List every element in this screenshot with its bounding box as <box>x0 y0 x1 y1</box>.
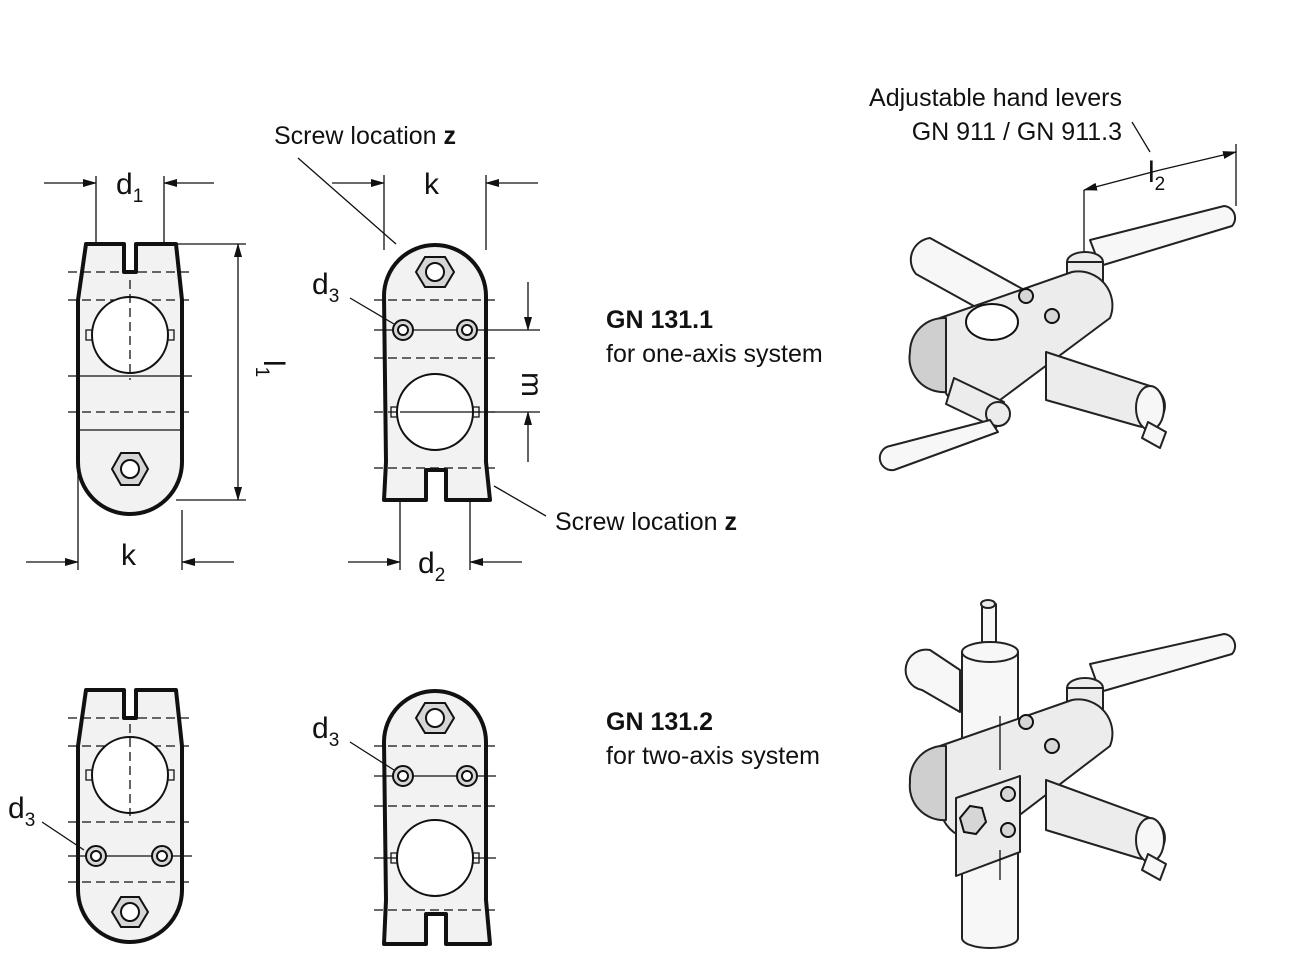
dim-d3-label-d: d3 <box>312 712 339 751</box>
hand-levers-label-line1: Adjustable hand levers <box>869 84 1122 112</box>
dim-d3-label-c: d3 <box>8 792 35 831</box>
dim-k-label-b: k <box>424 168 440 201</box>
dim-l2-lines <box>1083 121 1237 262</box>
screw-location-label-top: Screw location z <box>274 122 456 150</box>
view-c-clamp-front <box>41 688 192 944</box>
dim-k-label-a: k <box>121 539 137 572</box>
dim-d3-label-b: d3 <box>312 268 339 307</box>
dim-d2-label: d2 <box>418 547 445 586</box>
variant-1-code: GN 131.1 <box>606 306 713 334</box>
isometric-view-one-axis <box>878 205 1237 472</box>
view-a-clamp-front <box>26 176 246 570</box>
dim-l2-label: l2 <box>1148 156 1165 195</box>
variant-1-description: for one-axis system <box>606 340 823 368</box>
variant-2-description: for two-axis system <box>606 742 820 770</box>
hand-levers-label-line2: GN 911 / GN 911.3 <box>912 118 1122 146</box>
variant-2-code: GN 131.2 <box>606 708 713 736</box>
isometric-view-two-axis <box>904 599 1237 949</box>
dim-l1-label: l1 <box>251 360 290 377</box>
dim-m-label: m <box>515 372 548 397</box>
view-d-clamp-side <box>349 689 496 946</box>
dim-d1-label: d1 <box>116 168 143 207</box>
view-b-clamp-side <box>297 157 547 570</box>
screw-location-label-bottom: Screw location z <box>555 508 737 536</box>
